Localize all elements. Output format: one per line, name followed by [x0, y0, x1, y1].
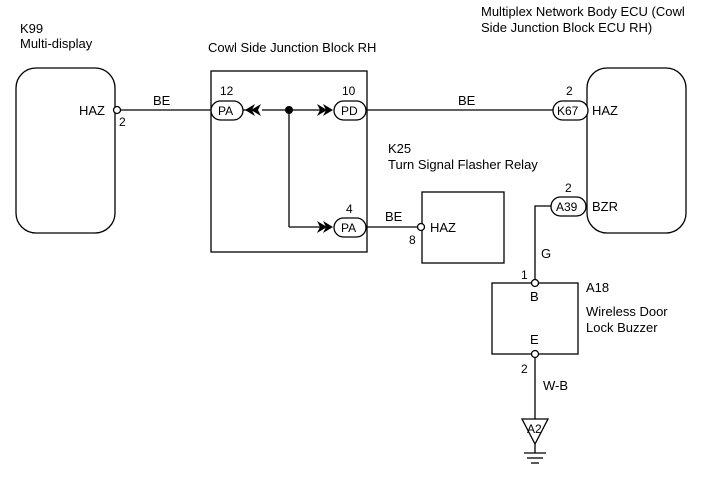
conn-a39-pin: 2 [565, 181, 572, 195]
flasher-relay-code: K25 [388, 141, 411, 156]
buzzer-pin-b-num: 1 [521, 268, 528, 282]
wire-label-display-jb: BE [153, 93, 171, 108]
conn-pd-pin: 10 [342, 84, 356, 98]
connector-k67 [552, 100, 589, 121]
terminal-buzzer-b [530, 278, 540, 288]
wire-ecu-to-buzzer [534, 205, 551, 279]
wire-label-jb-relay: BE [385, 209, 403, 224]
conn-a39-label: BZR [592, 199, 618, 214]
multi-display-pin-label: HAZ [79, 103, 105, 118]
junction-block-box [210, 70, 368, 253]
junction-block-name: Cowl Side Junction Block RH [208, 40, 376, 55]
buzzer-pin-e-label: E [530, 332, 539, 347]
arrowhead-pa-bottom-2 [317, 221, 327, 233]
conn-k67-label: HAZ [592, 103, 618, 118]
flasher-relay-pin-label: HAZ [430, 220, 456, 235]
ground-code: A2 [527, 422, 542, 436]
arrowhead-pd-2 [317, 104, 327, 116]
ground-connector-triangle [520, 418, 550, 446]
flasher-relay-pin-num: 8 [409, 233, 416, 247]
terminal-display-haz [112, 105, 122, 115]
buzzer-pin-b-label: B [530, 289, 539, 304]
conn-k67-pin: 2 [566, 84, 573, 98]
buzzer-name-1: Wireless Door [586, 304, 668, 319]
connector-pa-left [210, 100, 244, 121]
conn-k67-code: K67 [557, 104, 579, 118]
multi-display-name: Multi-display [20, 36, 93, 51]
terminal-buzzer-e [530, 349, 540, 359]
conn-pa-bottom-pin: 4 [346, 202, 353, 216]
body-ecu-box [586, 67, 687, 234]
buzzer-pin-e-num: 2 [521, 362, 528, 376]
connector-a39 [550, 196, 587, 217]
conn-a39-code: A39 [556, 200, 578, 214]
body-ecu-name-2: Side Junction Block ECU RH) [481, 20, 652, 35]
conn-pa-bottom-code: PA [341, 221, 356, 235]
arrowhead-pa-bottom [323, 221, 333, 233]
buzzer-name-2: Lock Buzzer [586, 320, 658, 335]
arrowhead-pa-left [245, 104, 255, 116]
connector-pa-bottom [333, 217, 367, 238]
wire-label-buzzer-ground: W-B [543, 378, 568, 393]
connector-pd [333, 100, 367, 121]
wire-label-jb-ecu: BE [458, 93, 476, 108]
terminal-relay-haz [416, 222, 426, 232]
flasher-relay-name: Turn Signal Flasher Relay [388, 157, 538, 172]
conn-pa-left-code: PA [218, 104, 233, 118]
buzzer-code: A18 [586, 280, 609, 295]
arrowhead-pd [323, 104, 333, 116]
body-ecu-name-1: Multiplex Network Body ECU (Cowl [481, 4, 685, 19]
arrowhead-pa-left-2 [251, 104, 261, 116]
conn-pa-left-pin: 12 [220, 84, 234, 98]
splice-dot [285, 106, 293, 114]
multi-display-pin-num: 2 [119, 115, 126, 129]
multi-display-box [15, 67, 116, 234]
wire-label-ecu-buzzer: G [541, 246, 551, 261]
multi-display-code: K99 [20, 21, 43, 36]
conn-pd-code: PD [341, 104, 358, 118]
